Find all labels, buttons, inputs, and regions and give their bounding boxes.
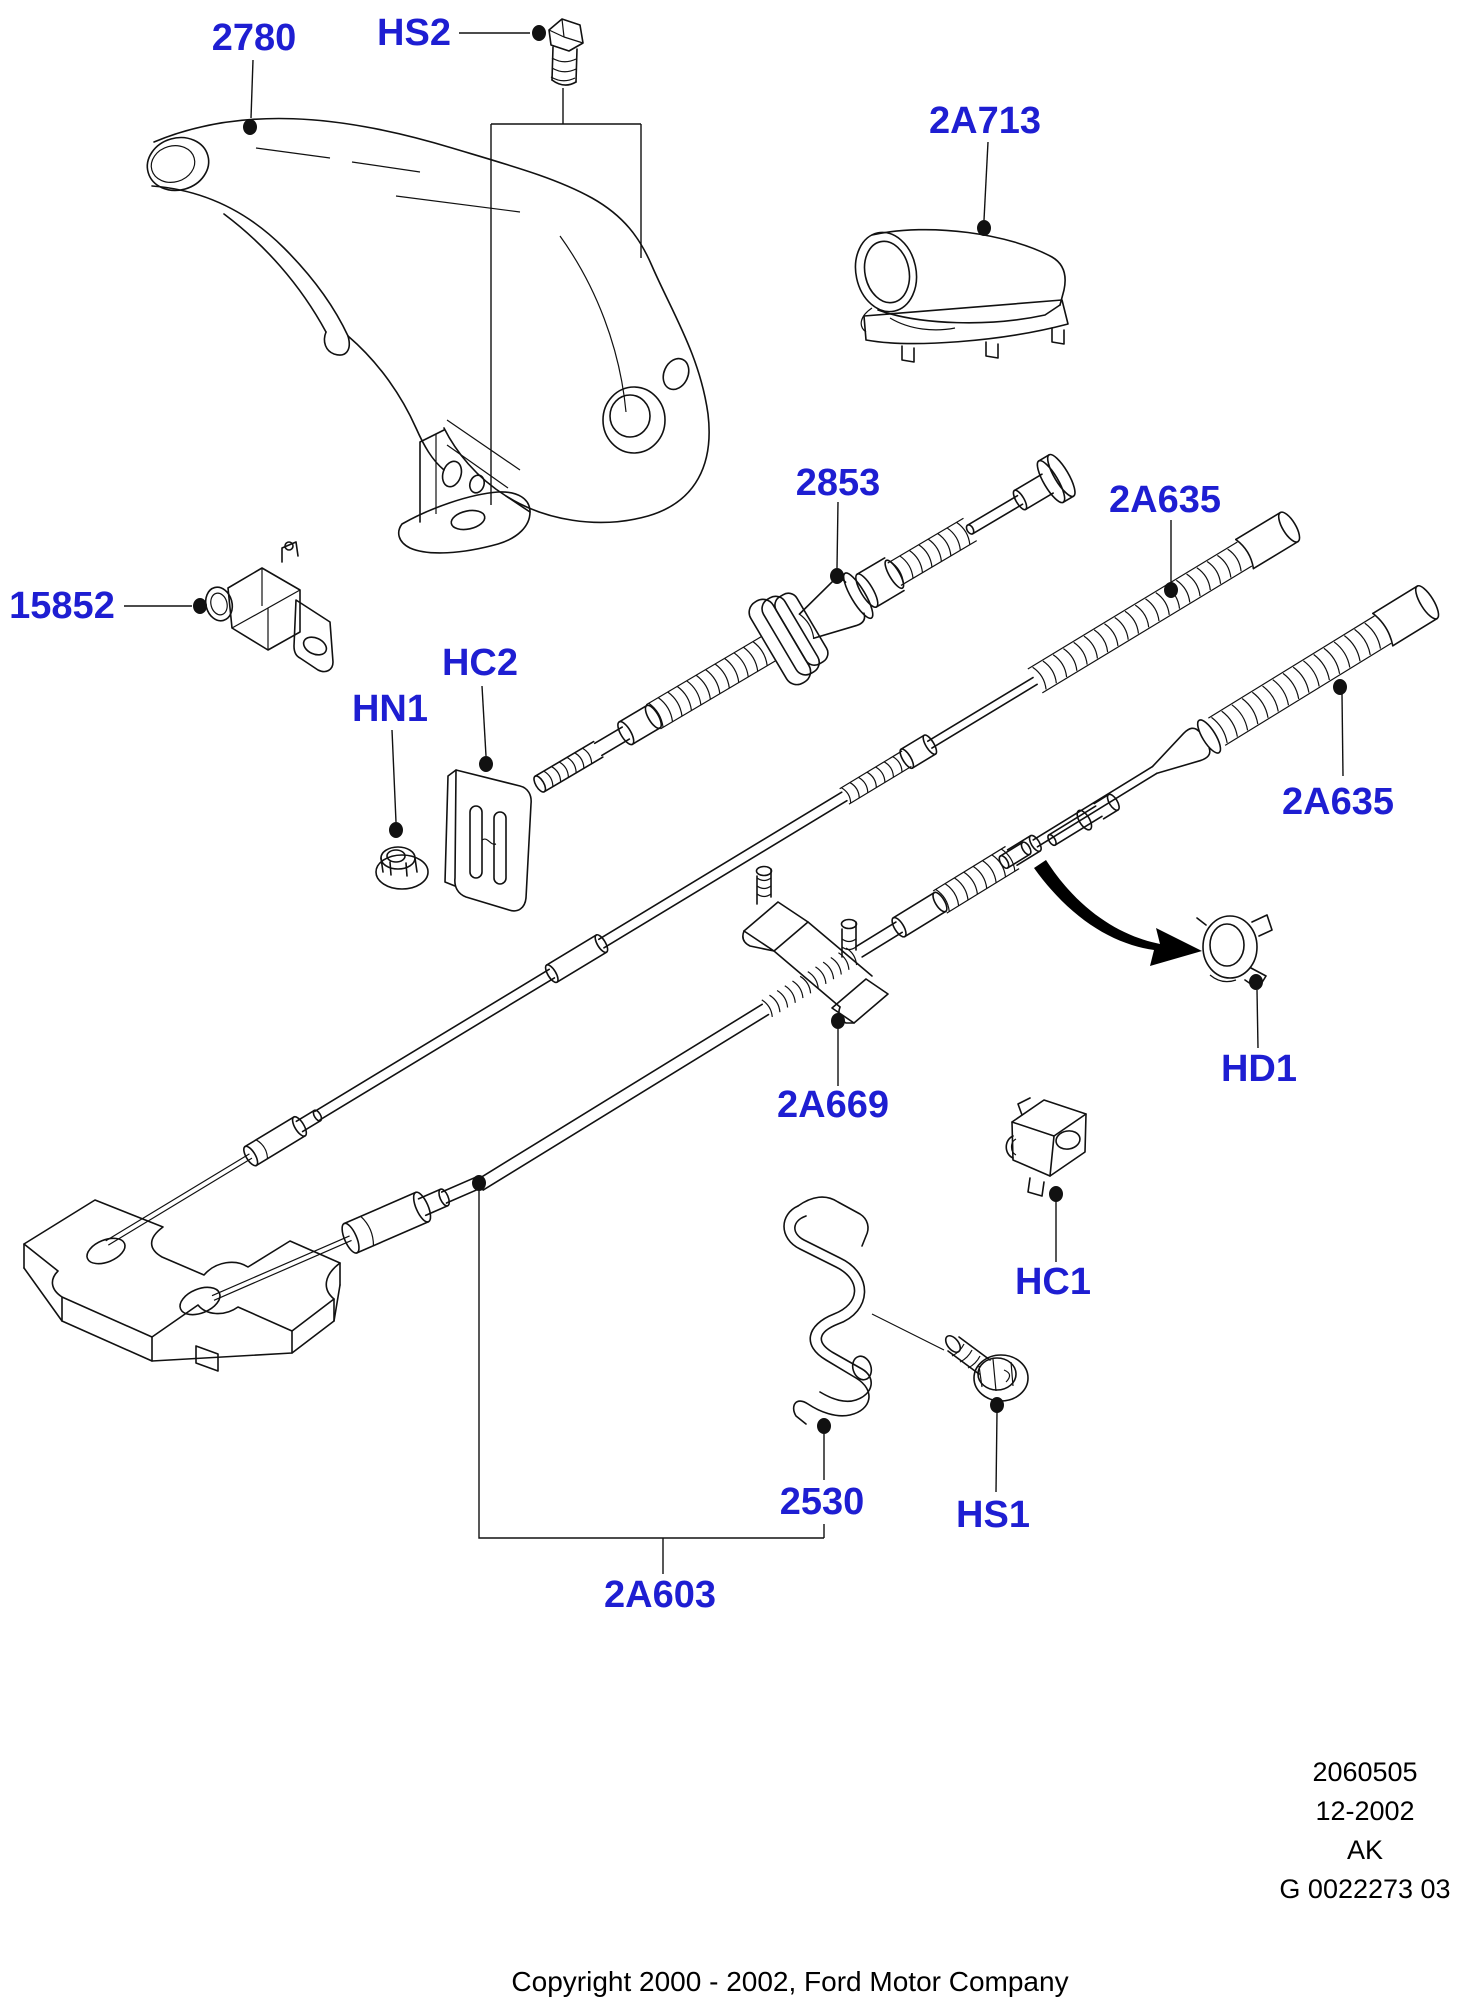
callout-hd1: HD1 [1221, 974, 1297, 1090]
callout-2a635-upper: 2A635 [1109, 479, 1221, 598]
callout-2853: 2853 [796, 462, 881, 584]
part-label-hn1[interactable]: HN1 [352, 688, 428, 730]
nut-hn1-drawing [375, 846, 429, 890]
part-label-15852[interactable]: 15852 [9, 585, 115, 627]
handle-drawing [146, 117, 710, 554]
callout-2a669: 2A669 [777, 1013, 889, 1126]
callout-2a635-lower: 2A635 [1282, 679, 1394, 823]
callout-hs2: HS2 [377, 12, 546, 54]
part-label-2a635-upper[interactable]: 2A635 [1109, 479, 1221, 521]
base-plate-drawing [23, 1199, 341, 1372]
bolt-hs2-drawing [548, 18, 584, 86]
part-label-2853[interactable]: 2853 [796, 462, 881, 504]
part-label-hs1[interactable]: HS1 [956, 1494, 1030, 1536]
callout-2a713: 2A713 [929, 100, 1041, 236]
guide-clip-drawing [783, 1196, 945, 1425]
part-label-hd1[interactable]: HD1 [1221, 1048, 1297, 1090]
cable-pin-drawing [998, 793, 1120, 870]
callout-hn1: HN1 [352, 688, 428, 838]
callout-hc1: HC1 [1015, 1186, 1091, 1303]
callout-2780: 2780 [212, 17, 297, 135]
revision-date: 12-2002 [1315, 1796, 1414, 1826]
rear-cable-lower-drawing [211, 584, 1440, 1301]
market-code: AK [1347, 1835, 1383, 1865]
drawing-ref: G 0022273 03 [1279, 1874, 1450, 1904]
part-label-2a669[interactable]: 2A669 [777, 1084, 889, 1126]
callout-rectangle [490, 88, 642, 505]
part-label-2a603[interactable]: 2A603 [604, 1574, 716, 1616]
copyright-notice: Copyright 2000 - 2002, Ford Motor Compan… [511, 1966, 1068, 1997]
doc-info-block: 2060505 12-2002 AK G 0022273 03 [1279, 1757, 1450, 1904]
callout-15852: 15852 [9, 585, 207, 627]
part-label-hs2[interactable]: HS2 [377, 12, 451, 54]
part-label-2a635-lower[interactable]: 2A635 [1282, 781, 1394, 823]
callout-2530: 2530 [780, 1418, 865, 1538]
front-cable-drawing [533, 453, 1076, 793]
boot-2a713-drawing [854, 228, 1069, 363]
part-label-hc2[interactable]: HC2 [442, 642, 518, 684]
bolt-hs1-drawing [944, 1334, 1029, 1402]
clip-hc1-drawing [1005, 1097, 1087, 1197]
part-label-2a713[interactable]: 2A713 [929, 100, 1041, 142]
callout-hs1: HS1 [956, 1397, 1030, 1536]
part-label-2780[interactable]: 2780 [212, 17, 297, 59]
part-label-2530[interactable]: 2530 [780, 1481, 865, 1523]
callout-2a603: 2A603 [472, 1175, 824, 1616]
install-direction-arrow-icon [1034, 860, 1202, 966]
callout-hc2: HC2 [442, 642, 518, 772]
rear-cable-upper-drawing [105, 511, 1301, 1246]
part-label-hc1[interactable]: HC1 [1015, 1261, 1091, 1303]
switch-15852-drawing [204, 541, 334, 673]
clip-hc2-drawing [444, 769, 532, 912]
doc-number: 2060505 [1312, 1757, 1417, 1787]
equalizer-drawing [742, 865, 889, 1024]
